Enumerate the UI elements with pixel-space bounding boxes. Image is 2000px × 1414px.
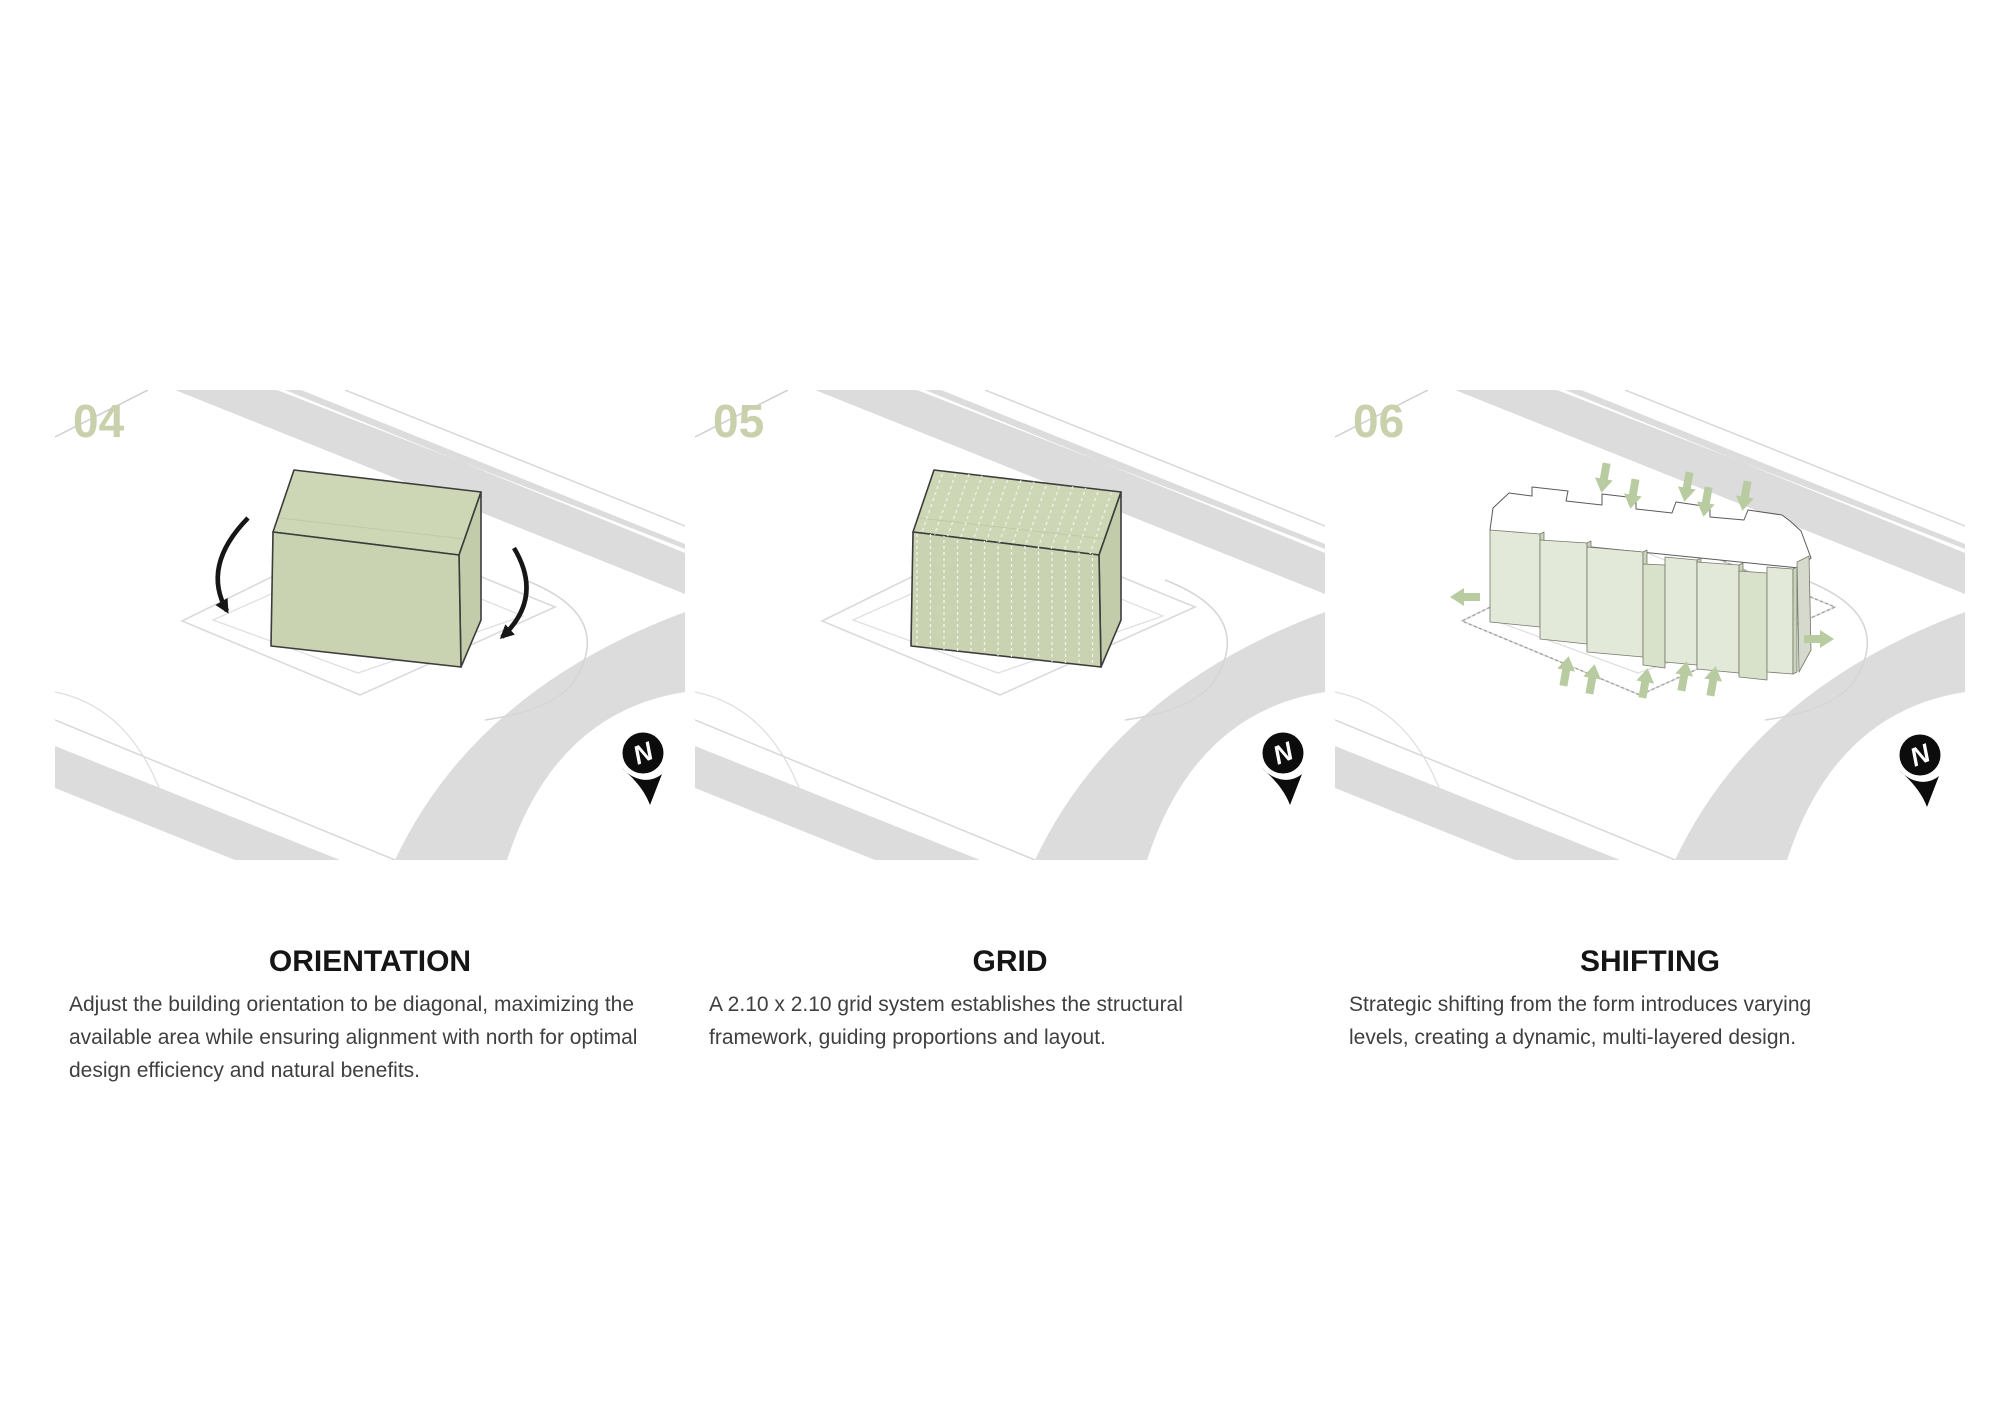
rotation-arrow-left-icon bbox=[215, 516, 250, 614]
north-compass-icon: N bbox=[1899, 734, 1941, 807]
panel-grid: N 05 GRID A 2.10 x 2.10 grid system esta… bbox=[695, 390, 1325, 1088]
panel-orientation: N 04 ORIENTATION Adjust the building ori… bbox=[55, 390, 685, 1088]
site-map-shifting: N 06 bbox=[1335, 390, 1965, 860]
panel-description: Adjust the building orientation to be di… bbox=[69, 993, 638, 1082]
shifted-building-mass bbox=[1489, 486, 1812, 681]
rotation-arrow-right-icon bbox=[499, 546, 529, 640]
panel-title: GRID bbox=[972, 945, 1048, 978]
north-compass-icon: N bbox=[622, 732, 664, 805]
building-mass bbox=[270, 469, 482, 668]
step-number: 04 bbox=[73, 395, 125, 447]
panel-description: A 2.10 x 2.10 grid system establishes th… bbox=[709, 993, 1183, 1049]
grid-overlay bbox=[911, 470, 1121, 667]
site-map-orientation: N 04 bbox=[55, 390, 685, 860]
panel-description: Strategic shifting from the form introdu… bbox=[1349, 993, 1812, 1049]
panel-title: SHIFTING bbox=[1580, 945, 1720, 978]
panel-shifting: N 06 SHIFTING Strategic shifting from th… bbox=[1335, 390, 1965, 1088]
north-compass-icon: N bbox=[1262, 732, 1304, 805]
step-number: 05 bbox=[713, 395, 764, 447]
panel-title: ORIENTATION bbox=[268, 945, 472, 978]
caption-grid: GRID A 2.10 x 2.10 grid system establish… bbox=[695, 945, 1325, 1055]
concept-diagram-page: N 04 ORIENTATION Adjust the building ori… bbox=[55, 390, 1965, 1088]
step-number: 06 bbox=[1353, 395, 1404, 447]
caption-shifting: SHIFTING Strategic shifting from the for… bbox=[1335, 945, 1965, 1055]
site-map-grid: N 05 bbox=[695, 390, 1325, 860]
stepped-roof bbox=[1489, 486, 1812, 569]
caption-orientation: ORIENTATION Adjust the building orientat… bbox=[55, 945, 685, 1088]
